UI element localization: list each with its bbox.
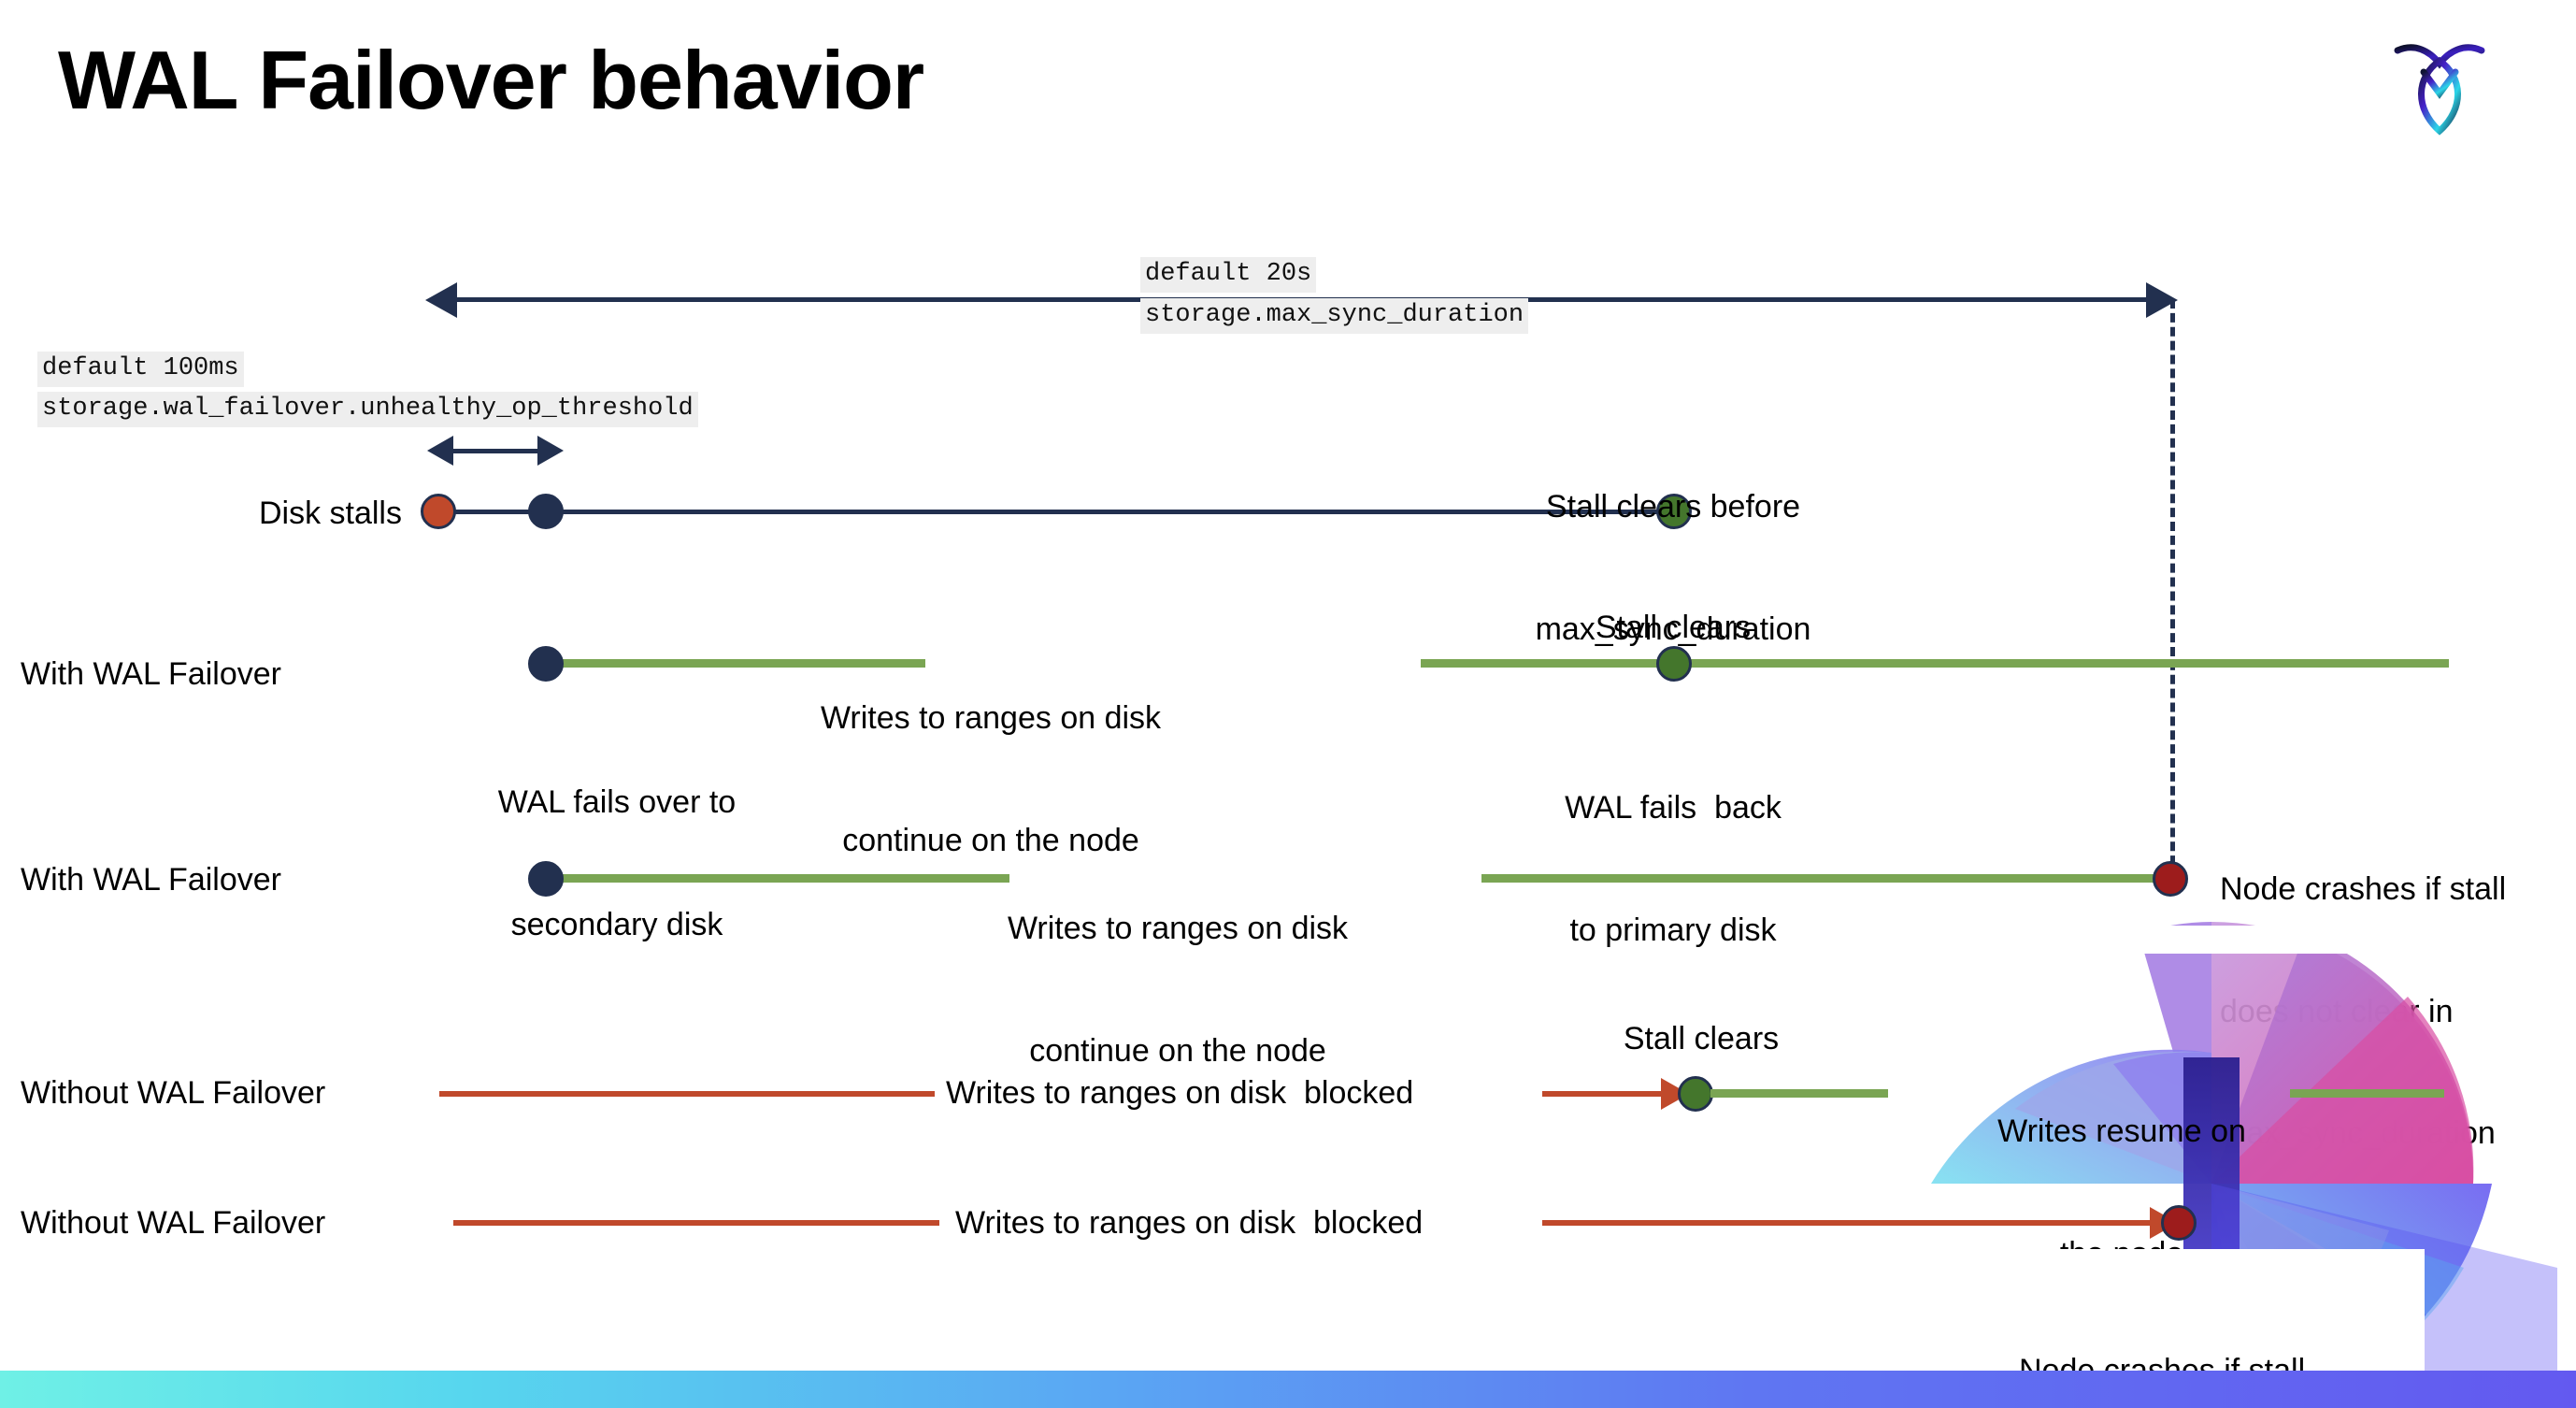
wal-fails-back-line2: to primary disk <box>1569 912 1777 948</box>
with-wal-failover-2-failover-dot <box>528 861 564 897</box>
row-label-with-wal-failover-1: With WAL Failover <box>21 656 281 692</box>
writes-continue-1-line2: continue on the node <box>842 822 1139 858</box>
stall-clears-note-3: Stall clears <box>1623 1021 1780 1056</box>
writes-blocked-note-2: Writes to ranges on disk blocked <box>955 1205 1424 1241</box>
row-label-without-wal-failover-1: Without WAL Failover <box>21 1075 326 1111</box>
max-sync-dropline <box>2170 299 2175 879</box>
with-wal-failover-2-seg-a <box>542 874 1009 883</box>
threshold-span-line <box>451 449 540 453</box>
with-wal-failover-2-seg-b <box>1481 874 2173 883</box>
without-wal-failover-1-blocked-seg-b <box>1542 1091 1664 1097</box>
disk-stalls-start-dot <box>421 494 456 529</box>
with-wal-failover-1-seg-a <box>542 659 925 668</box>
bottom-gradient-band <box>0 1371 2576 1408</box>
disk-stalls-failover-dot <box>528 494 564 529</box>
max-sync-default-label: default 20s <box>1140 257 1317 293</box>
without-wal-failover-1-resume-seg-a <box>1710 1089 1888 1098</box>
max-sync-arrow-left-head <box>425 282 457 318</box>
with-wal-failover-1-failover-dot <box>528 646 564 682</box>
row-label-without-wal-failover-2: Without WAL Failover <box>21 1205 326 1241</box>
node-crashes-1-line2: does not clear in <box>2220 993 2454 1029</box>
stall-clears-before-line1: Stall clears before <box>1545 489 1801 525</box>
with-wal-failover-1-clear-dot <box>1656 646 1692 682</box>
without-wal-failover-1-blocked-seg-a <box>439 1091 935 1097</box>
writes-continue-note-2: Writes to ranges on disk continue on the… <box>944 827 1411 1153</box>
max-sync-setting-label: storage.max_sync_duration <box>1140 298 1529 334</box>
writes-continue-2-line2: continue on the node <box>1029 1032 1326 1069</box>
writes-continue-2-line1: Writes to ranges on disk <box>1007 911 1349 947</box>
row-label-disk-stalls: Disk stalls <box>258 496 402 531</box>
with-wal-failover-2-crash-dot <box>2153 861 2188 897</box>
threshold-arrow-left-head <box>427 436 453 466</box>
stall-clears-before-line2: max_sync_duration <box>1535 611 1811 647</box>
writes-resume-line1: Writes resume on <box>1997 1113 2246 1150</box>
page-title: WAL Failover behavior <box>58 34 924 126</box>
wal-fails-back-note: WAL fails back to primary disk <box>1458 707 1888 1032</box>
writes-blocked-note-1: Writes to ranges on disk blocked <box>946 1075 1414 1111</box>
row-label-with-wal-failover-2: With WAL Failover <box>21 862 281 898</box>
disk-stalls-clear-dot <box>1656 494 1692 529</box>
without-wal-failover-2-blocked-seg-a <box>453 1220 939 1226</box>
with-wal-failover-1-seg-b <box>1421 659 2449 668</box>
corner-mask-top <box>2010 926 2576 954</box>
without-wal-failover-2-crash-dot <box>2161 1205 2197 1241</box>
threshold-arrow-right-head <box>537 436 564 466</box>
wal-fails-over-note: WAL fails over to secondary disk <box>402 701 832 1027</box>
without-wal-failover-1-resume-seg-b <box>2290 1089 2444 1098</box>
writes-continue-note-1: Writes to ranges on disk continue on the… <box>757 617 1224 942</box>
wal-fails-back-line1: WAL fails back <box>1565 790 1782 826</box>
writes-continue-1-line1: Writes to ranges on disk <box>820 700 1162 737</box>
disk-stalls-timeline <box>439 510 1682 514</box>
node-crashes-1-line1: Node crashes if stall <box>2220 871 2507 908</box>
stall-clears-note-2: Stall clears <box>1595 610 1752 645</box>
unhealthy-setting-label: storage.wal_failover.unhealthy_op_thresh… <box>37 392 698 427</box>
cockroachdb-logo-icon <box>2388 30 2491 137</box>
wal-fails-over-line1: WAL fails over to <box>497 784 737 821</box>
without-wal-failover-2-blocked-seg-b <box>1542 1220 2154 1226</box>
without-wal-failover-1-clear-dot <box>1678 1076 1713 1112</box>
stall-clears-before-note: Stall clears before max_sync_duration <box>1486 406 1860 731</box>
unhealthy-default-label: default 100ms <box>37 352 244 387</box>
wal-fails-over-line2: secondary disk <box>510 906 723 942</box>
